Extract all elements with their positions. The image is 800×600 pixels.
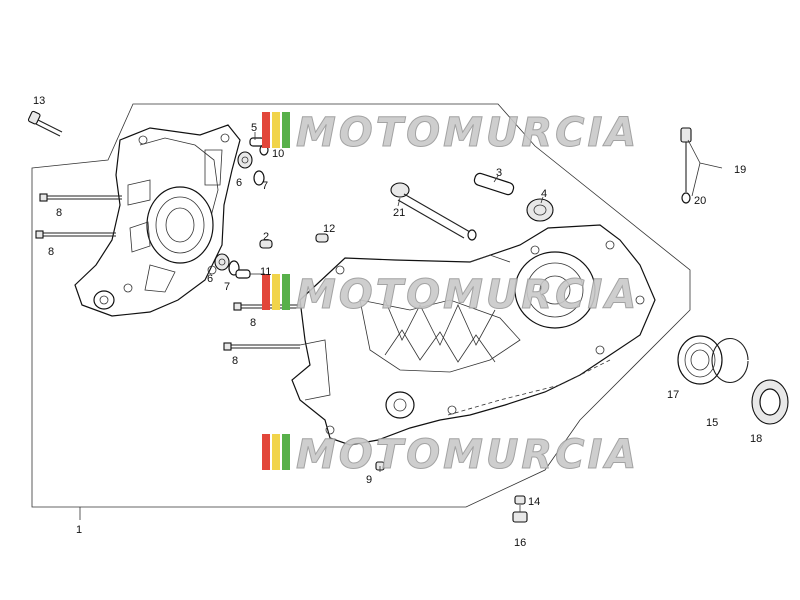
stripe-green xyxy=(282,112,290,148)
watermark-text: MOTOMURCIA xyxy=(296,272,639,318)
shaft-21 xyxy=(390,182,477,241)
assembly-boundary xyxy=(31,103,691,508)
callout-3: 3 xyxy=(496,167,502,179)
dowel-pin-5 xyxy=(249,137,265,147)
watermark-middle: MOTOMURCIA xyxy=(262,272,639,319)
callout-8d: 8 xyxy=(232,355,238,367)
callout-9: 9 xyxy=(366,474,372,486)
sleeve-3 xyxy=(473,172,515,196)
callout-labels: 1 2 3 4 5 6 6 7 7 8 8 8 8 9 10 11 12 13 … xyxy=(33,95,762,549)
stripe-green xyxy=(282,274,290,310)
callout-16: 16 xyxy=(514,537,526,549)
callout-8b: 8 xyxy=(48,246,54,258)
left-crankcase-half xyxy=(74,124,241,317)
dowel-11 xyxy=(235,269,251,279)
callout-6b: 6 xyxy=(207,273,213,285)
bearing-6-lower xyxy=(214,253,230,271)
callout-21: 21 xyxy=(393,207,405,219)
stripe-yellow xyxy=(272,112,280,148)
callout-17: 17 xyxy=(667,389,679,401)
callout-11: 11 xyxy=(260,266,271,278)
callout-8c: 8 xyxy=(250,317,256,329)
callout-4: 4 xyxy=(541,188,547,200)
callout-1: 1 xyxy=(76,524,82,536)
callout-10: 10 xyxy=(272,148,284,160)
seal-18 xyxy=(751,379,789,425)
callout-2: 2 xyxy=(263,231,269,243)
stripe-green xyxy=(282,434,290,470)
stripe-red xyxy=(262,274,270,310)
right-crankcase-half xyxy=(291,224,656,446)
callout-15: 15 xyxy=(706,417,718,429)
circlip-15 xyxy=(711,337,749,384)
callout-12: 12 xyxy=(323,223,335,235)
oring-7-upper xyxy=(253,170,265,186)
watermark-top: MOTOMURCIA xyxy=(262,110,639,157)
callout-8a: 8 xyxy=(56,207,62,219)
stripe-yellow xyxy=(272,274,280,310)
watermark-text: MOTOMURCIA xyxy=(296,110,639,156)
callout-18: 18 xyxy=(750,433,762,445)
callout-7a: 7 xyxy=(262,180,268,192)
stripe-yellow xyxy=(272,434,280,470)
leader-lines xyxy=(250,132,723,512)
drain-plug-14-16 xyxy=(512,495,528,523)
callout-5: 5 xyxy=(251,122,257,134)
dowel-12 xyxy=(315,233,329,243)
bushing-4 xyxy=(526,198,554,222)
bolt-13 xyxy=(27,110,63,137)
callout-14: 14 xyxy=(528,496,540,508)
dipstick-19-20 xyxy=(680,127,692,204)
callout-7b: 7 xyxy=(224,281,230,293)
watermark-bottom: MOTOMURCIA xyxy=(262,432,639,479)
stripe-red xyxy=(262,112,270,148)
callout-20: 20 xyxy=(694,195,706,207)
watermark-text: MOTOMURCIA xyxy=(296,432,639,478)
stripe-red xyxy=(262,434,270,470)
callout-13: 13 xyxy=(33,95,45,107)
bushing-2 xyxy=(259,239,273,249)
bearing-6-upper xyxy=(237,151,253,169)
callout-6a: 6 xyxy=(236,177,242,189)
callout-19: 19 xyxy=(734,164,746,176)
bearing-17 xyxy=(677,335,723,385)
